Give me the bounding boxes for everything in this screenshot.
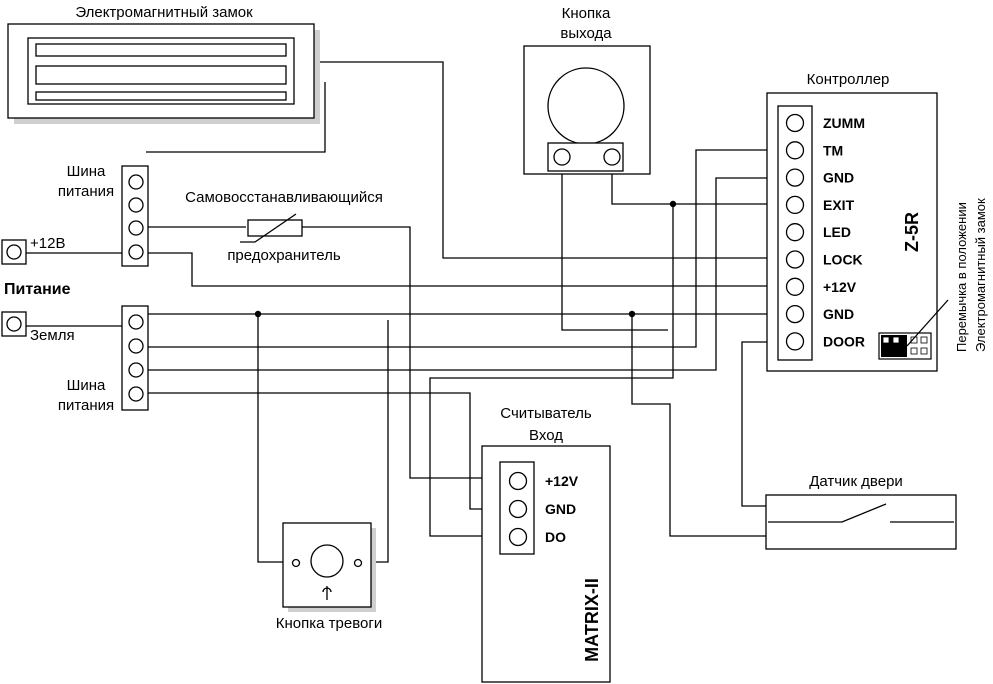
bus-bottom-label-line1: Шина <box>67 377 106 394</box>
terminal-pin <box>785 332 805 351</box>
alarm-button-title: Кнопка тревоги <box>276 615 382 632</box>
junction-dot <box>669 200 677 208</box>
bus-bottom-pin <box>128 338 144 354</box>
terminal-label: +12V <box>823 279 857 295</box>
bus-top-label-line2: питания <box>58 183 114 200</box>
terminal-pin <box>785 277 805 296</box>
exit-button-knob <box>547 67 625 145</box>
reader-title-line2: Вход <box>529 427 563 444</box>
bus-bottom-pin <box>128 362 144 378</box>
wire-gnd-door-sensor <box>631 314 768 537</box>
wire-door-sensor <box>741 341 784 507</box>
terminal-label: TM <box>823 142 843 158</box>
terminal-pin <box>785 250 805 269</box>
alarm-button-knob <box>310 544 344 578</box>
power-title: Питание <box>4 281 71 298</box>
maglock-title: Электромагнитный замок <box>75 4 253 21</box>
door-sensor-title: Датчик двери <box>809 473 903 490</box>
fuse-label-bottom: предохранитель <box>227 247 341 264</box>
bus-bottom: Шина питания <box>58 305 149 414</box>
exit-button-pin <box>603 148 621 166</box>
terminal-label: GND <box>545 501 576 517</box>
terminal-pin <box>508 471 528 491</box>
controller-title: Контроллер <box>807 71 890 88</box>
jumper-leader-line <box>906 299 949 347</box>
wire-gnd-alarm <box>257 314 290 563</box>
fuse: Самовосстанавливающийся предохранитель <box>185 189 383 264</box>
junction-dot <box>628 310 636 318</box>
bus-top-pin <box>128 244 144 260</box>
screw-icon <box>353 558 363 568</box>
terminal-pin <box>508 527 528 547</box>
maglock-bar <box>35 91 287 101</box>
maglock-bar <box>35 65 287 85</box>
wire-alarm-out <box>370 320 389 563</box>
wire-bus-ctrl-12v <box>146 252 784 287</box>
wires <box>26 61 784 563</box>
wire-bus-gnd3 <box>146 177 784 371</box>
maglock-bar <box>35 43 287 57</box>
terminal-pin <box>785 113 805 133</box>
terminal-label: DO <box>545 529 566 545</box>
power-ground-label: Земля <box>30 327 75 344</box>
terminal-pin <box>785 168 805 187</box>
fuse-slash <box>240 213 297 243</box>
door-sensor: Датчик двери <box>765 473 957 550</box>
fuse-label-top: Самовосстанавливающийся <box>185 189 383 206</box>
wire-fuse-reader-12v <box>302 226 510 479</box>
junctions <box>254 200 677 318</box>
terminal-label: EXIT <box>823 197 855 213</box>
exit-button: Кнопка выхода <box>523 5 651 175</box>
wire-maglock-lock <box>318 61 784 259</box>
controller: Контроллер ZUMM TM GND EXIT LED LOCK +12V GND DO… <box>766 71 988 372</box>
maglock: Электромагнитный замок <box>7 4 320 124</box>
terminal-label: LED <box>823 224 851 240</box>
wire-exit-ctrl <box>611 168 784 205</box>
terminal-label: GND <box>823 170 854 186</box>
bus-bottom-pin <box>128 314 144 330</box>
reader-terminals: +12V GND DO <box>508 471 579 547</box>
wire-maglock-bus <box>146 82 326 153</box>
bus-top-label-line1: Шина <box>67 163 106 180</box>
keyhole-icon <box>322 586 332 600</box>
bus-top-pin <box>128 197 144 213</box>
terminal-label: LOCK <box>823 252 863 268</box>
reader-model: MATRIX-II <box>582 578 602 662</box>
screw-icon <box>291 558 301 568</box>
wire-exit-reader-do <box>429 204 674 537</box>
wire-bus-reader-gnd <box>146 392 510 510</box>
power: +12В Питание Земля <box>1 235 75 344</box>
terminal-label: DOOR <box>823 333 865 349</box>
bus-top-pin <box>128 174 144 190</box>
bus-top: Шина питания <box>58 163 149 267</box>
terminal-label: GND <box>823 306 854 322</box>
reader-title-line1: Считыватель <box>500 405 592 422</box>
junction-dot <box>254 310 262 318</box>
bus-bottom-pin <box>128 386 144 402</box>
bus-bottom-label-line2: питания <box>58 397 114 414</box>
terminal-pin <box>508 499 528 519</box>
controller-model: Z-5R <box>902 212 922 252</box>
power-plus-label: +12В <box>30 235 65 252</box>
terminal-label: +12V <box>545 473 579 489</box>
terminal-pin <box>785 304 805 324</box>
terminal-label: ZUMM <box>823 115 865 131</box>
wire-bus-tm <box>146 149 784 348</box>
jumper-block <box>878 299 949 360</box>
exit-button-pin <box>553 148 571 166</box>
alarm-button: Кнопка тревоги <box>276 522 382 632</box>
bus-top-pin <box>128 220 144 236</box>
exit-button-title-line2: выхода <box>560 25 612 42</box>
controller-terminals: ZUMM TM GND EXIT LED LOCK +12V GND DOOR <box>785 113 865 351</box>
exit-button-title-line1: Кнопка <box>562 5 611 22</box>
terminal-pin <box>785 223 805 242</box>
wire-exit-left <box>561 168 668 331</box>
jumper-note-line2: Электромагнитный замок <box>973 198 988 352</box>
reader: Считыватель Вход +12V GND DO MATRIX-II <box>481 405 611 683</box>
jumper-note-line1: Перемычка в положении <box>954 202 969 352</box>
terminal-pin <box>785 195 805 215</box>
door-sensor-switch <box>768 503 887 523</box>
terminal-pin <box>785 141 805 160</box>
